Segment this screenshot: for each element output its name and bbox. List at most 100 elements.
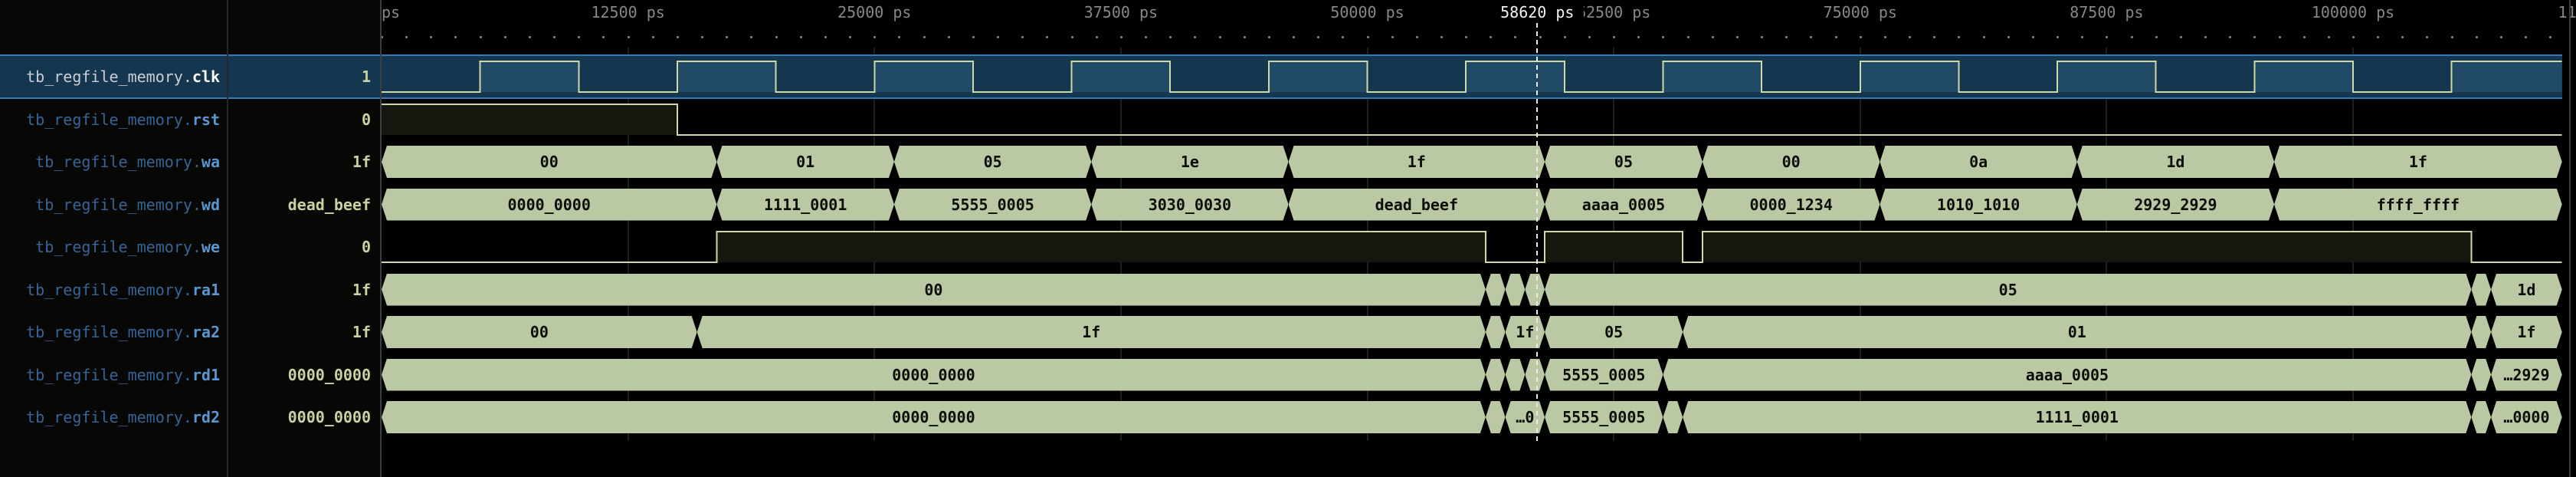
timeline-minor-tick (947, 36, 950, 38)
bus-segment: 1010_1010 (1880, 189, 2076, 221)
timeline-tick-label: 50000 ps (1330, 3, 1404, 21)
values-wave-divider[interactable] (380, 0, 382, 477)
timeline-minor-tick (454, 36, 457, 38)
bus-segment: 1e (1091, 146, 1288, 178)
timeline-minor-tick (627, 36, 630, 38)
timeline-minor-tick (824, 36, 827, 38)
signal-value-clk: 1 (361, 67, 371, 86)
signal-value-rst: 0 (361, 110, 371, 129)
timeline-minor-tick (2057, 36, 2060, 38)
timeline-minor-tick (1391, 36, 1394, 38)
timeline-minor-tick (1834, 36, 1837, 38)
bus-segment: 1f (2274, 146, 2562, 178)
timeline-minor-tick (726, 36, 729, 38)
timeline-minor-tick (1095, 36, 1098, 38)
bus-segment: 00 (382, 274, 1486, 306)
bus-segment: 05 (894, 146, 1091, 178)
signal-name-suffix: we (201, 238, 220, 256)
signal-name-we[interactable]: tb_regfile_memory.we (0, 226, 220, 268)
timeline-minor-tick (382, 36, 383, 38)
signal-name-ra1[interactable]: tb_regfile_memory.ra1 (0, 269, 220, 311)
bus-segment: 5555_0005 (1545, 359, 1663, 391)
timeline-minor-tick (923, 36, 926, 38)
bus-segment: 3030_0030 (1091, 189, 1288, 221)
signal-name-prefix: tb_regfile_memory. (26, 408, 192, 426)
timeline-minor-tick (2525, 36, 2528, 38)
timeline-minor-tick (1194, 36, 1197, 38)
signal-name-suffix: rst (192, 110, 220, 129)
timeline-minor-tick (1415, 36, 1418, 38)
bus-segment: 1d (2491, 274, 2562, 306)
signal-value-wd: dead_beef (287, 195, 371, 214)
bus-segment: 5555_0005 (1545, 401, 1663, 433)
timeline-minor-tick (775, 36, 778, 38)
bus-segment: 0a (1880, 146, 2076, 178)
timeline-minor-tick (1218, 36, 1221, 38)
bus-segment: 05 (1545, 274, 2471, 306)
timeline-minor-tick (2253, 36, 2256, 38)
signal-name-wa[interactable]: tb_regfile_memory.wa (0, 141, 220, 183)
timeline-minor-tick (1021, 36, 1024, 38)
signal-name-prefix: tb_regfile_memory. (26, 365, 192, 384)
timeline-minor-tick (849, 36, 852, 38)
timeline-minor-tick (2204, 36, 2207, 38)
timeline-minor-tick (1909, 36, 1912, 38)
signal-name-rst[interactable]: tb_regfile_memory.rst (0, 99, 220, 140)
timeline-minor-tick (1145, 36, 1148, 38)
timeline-minor-tick (602, 36, 605, 38)
signal-name-prefix: tb_regfile_memory. (26, 280, 192, 299)
vertical-scrollbar[interactable] (2569, 0, 2571, 477)
timeline-minor-tick (1810, 36, 1813, 38)
signal-name-suffix: rd1 (192, 365, 220, 384)
timeline-minor-tick (2007, 36, 2010, 38)
bus-segment: aaaa_0005 (1663, 359, 2471, 391)
timeline-tick-label: 37500 ps (1083, 3, 1159, 21)
bus-segment: 0000_1234 (1703, 189, 1880, 221)
signal-name-suffix: ra2 (192, 323, 220, 341)
signal-name-rd1[interactable]: tb_regfile_memory.rd1 (0, 354, 220, 396)
signal-name-prefix: tb_regfile_memory. (26, 110, 192, 129)
bus-segment (2471, 274, 2491, 306)
cursor-line[interactable] (1536, 23, 1539, 441)
signal-name-prefix: tb_regfile_memory. (35, 238, 202, 256)
bus-segment: 1f (1289, 146, 1545, 178)
wave-row-we[interactable] (382, 226, 2576, 268)
timeline-minor-tick (1046, 36, 1049, 38)
bus-segment (1663, 401, 1683, 433)
timeline-minor-tick (1366, 36, 1369, 38)
signal-name-clk[interactable]: tb_regfile_memory.clk (0, 56, 220, 97)
wave-row-clk[interactable] (382, 56, 2576, 97)
signal-name-ra2[interactable]: tb_regfile_memory.ra2 (0, 311, 220, 353)
timeline-minor-tick (2179, 36, 2182, 38)
timeline-minor-tick (2401, 36, 2404, 38)
bus-segment: 01 (716, 146, 894, 178)
timeline-tick-label: 112500 ps (2558, 3, 2576, 21)
bus-segment (1486, 401, 1506, 433)
timeline-minor-tick (2499, 36, 2502, 38)
bus-segment: 0000_0000 (382, 359, 1486, 391)
timeline-tick-label: 87500 ps (2070, 3, 2144, 21)
timeline-minor-tick (2327, 36, 2330, 38)
timeline-minor-tick (997, 36, 1000, 38)
signal-value-rd1: 0000_0000 (287, 365, 371, 384)
signal-name-wd[interactable]: tb_regfile_memory.wd (0, 184, 220, 225)
grid-line (627, 48, 629, 441)
signal-name-suffix: rd2 (192, 408, 220, 426)
wave-row-rst[interactable] (382, 99, 2576, 140)
signal-name-rd2[interactable]: tb_regfile_memory.rd2 (0, 396, 220, 438)
timeline-minor-tick (1070, 36, 1073, 38)
bus-segment: 1111_0001 (1683, 401, 2471, 433)
bus-segment (1486, 274, 1506, 306)
signal-name-suffix: wa (201, 153, 220, 171)
bus-segment: 1f (697, 316, 1486, 348)
names-values-divider[interactable] (227, 0, 228, 477)
bus-segment: 05 (1545, 146, 1703, 178)
timeline-minor-tick (1883, 36, 1886, 38)
timeline-minor-tick (1169, 36, 1172, 38)
timeline-minor-tick (2081, 36, 2084, 38)
timeline-minor-tick (750, 36, 753, 38)
timeline-tick-label: 100000 ps (2311, 3, 2395, 21)
timeline-minor-tick (528, 36, 531, 38)
